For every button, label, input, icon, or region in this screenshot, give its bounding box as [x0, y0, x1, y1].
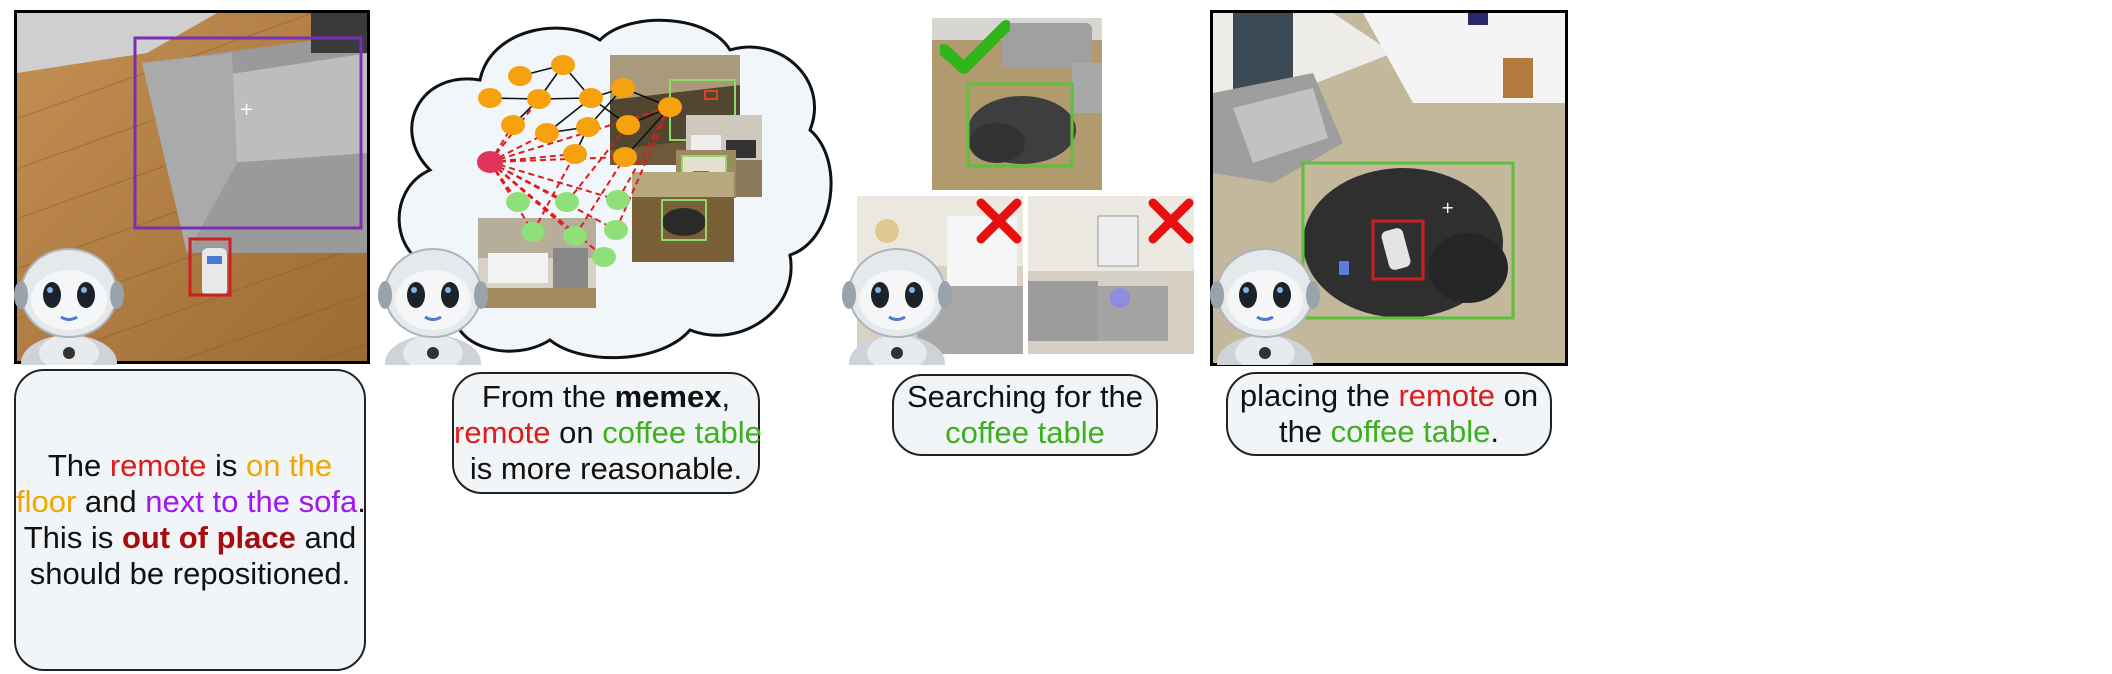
svg-text:+: + [239, 99, 254, 120]
caption-observe: The remote is on the floor and next to t… [14, 369, 366, 671]
memex-scene-image [478, 218, 596, 308]
robot-icon [378, 245, 488, 365]
memex-scene-image [632, 172, 734, 262]
checkmark-icon [940, 20, 1010, 76]
caption-search: Searching for the coffee table [892, 374, 1158, 456]
cross-icon [976, 198, 1022, 244]
sofa-bounding-box [133, 36, 363, 230]
panel-place-scene: + [1210, 10, 1568, 366]
robot-icon [1210, 245, 1320, 365]
caption-place: placing the remote on the coffee table. [1226, 372, 1552, 456]
search-candidate-correct [932, 18, 1102, 190]
caption-memex: From the memex, remote on coffee table i… [452, 372, 762, 494]
living-room-scene: + [1213, 13, 1565, 363]
coffee-table-bounding-box [1301, 161, 1515, 320]
cross-icon [1148, 198, 1194, 244]
robot-icon [842, 245, 952, 365]
memex-knowledge-graph [470, 50, 700, 280]
remote-bounding-box [188, 237, 232, 297]
remote-bounding-box [1371, 219, 1425, 281]
robot-icon [14, 245, 124, 365]
svg-text:+: + [1441, 198, 1454, 217]
search-candidate-wrong [1028, 196, 1194, 354]
